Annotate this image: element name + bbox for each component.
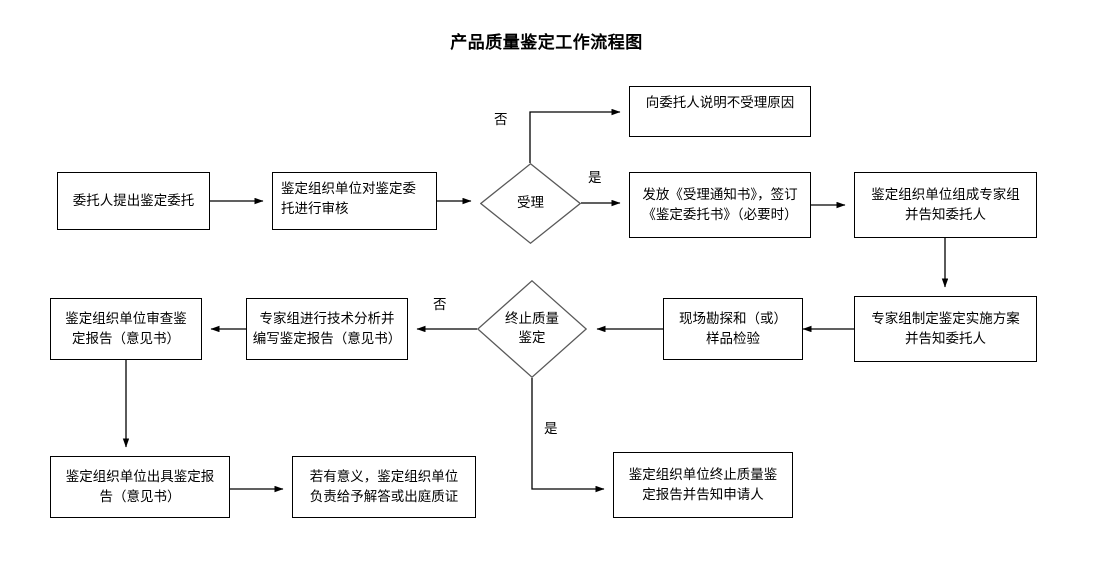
- node-expert-plan[interactable]: 专家组制定鉴定实施方案 并告知委托人: [854, 296, 1037, 362]
- diamond-shape: [480, 163, 581, 244]
- page-title: 产品质量鉴定工作流程图: [450, 33, 643, 53]
- edge-label-yes-terminate: 是: [544, 421, 558, 437]
- node-explain-rejection[interactable]: 向委托人说明不受理原因: [629, 86, 811, 137]
- node-issue-report[interactable]: 鉴定组织单位出具鉴定报 告（意见书）: [50, 456, 230, 518]
- node-accept-decision-label: 受理: [517, 195, 544, 211]
- connector-d2-n12: [531, 378, 605, 493]
- node-answer-or-testify[interactable]: 若有意义，鉴定组织单位 负责给予解答或出庭质证: [292, 456, 476, 518]
- node-review-entrust[interactable]: 鉴定组织单位对鉴定委 托进行审核: [272, 172, 437, 230]
- diamond-shape: [477, 280, 587, 378]
- node-terminate-decision-label: 终止质量 鉴定: [505, 311, 559, 346]
- node-entrust-request[interactable]: 委托人提出鉴定委托: [57, 172, 210, 230]
- edge-label-no-terminate: 否: [433, 297, 447, 313]
- node-review-report[interactable]: 鉴定组织单位审查鉴 定报告（意见书）: [50, 298, 202, 360]
- edge-label-no-accept: 否: [494, 112, 508, 128]
- node-form-expert-group[interactable]: 鉴定组织单位组成专家组 并告知委托人: [854, 172, 1037, 238]
- node-technical-analysis-report[interactable]: 专家组进行技术分析并 编写鉴定报告（意见书）: [246, 298, 408, 360]
- node-terminate-report[interactable]: 鉴定组织单位终止质量鉴 定报告并告知申请人: [613, 452, 793, 518]
- node-accept-decision[interactable]: 受理: [480, 163, 581, 244]
- edge-label-yes-accept: 是: [588, 170, 602, 186]
- node-terminate-decision[interactable]: 终止质量 鉴定: [477, 280, 587, 378]
- node-site-survey-sample-test[interactable]: 现场勘探和（或） 样品检验: [663, 298, 803, 360]
- connector-d1-n3: [529, 108, 621, 163]
- node-issue-acceptance-notice[interactable]: 发放《受理通知书》，签订 《鉴定委托书》（必要时）: [629, 172, 811, 238]
